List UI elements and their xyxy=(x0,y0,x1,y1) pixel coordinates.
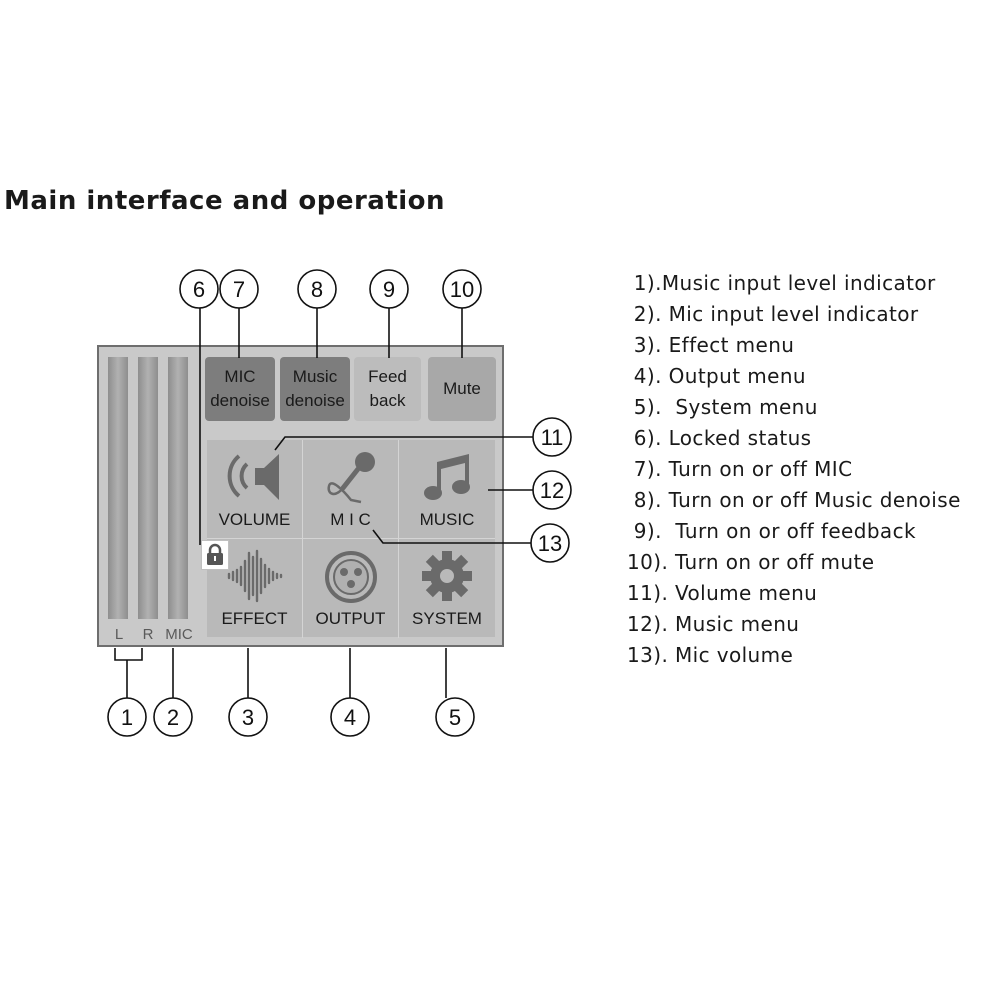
output-menu[interactable]: OUTPUT xyxy=(303,539,399,638)
mic-denoise-label: MIC denoise xyxy=(210,367,270,410)
legend-item: 10). Turn on or off mute xyxy=(627,550,875,574)
legend-item: 5). System menu xyxy=(627,395,818,419)
lock-icon xyxy=(207,543,223,565)
callout-number-10: 10 xyxy=(450,277,474,302)
callout-circle-8 xyxy=(297,269,337,309)
mic-denoise-button[interactable]: MIC denoise xyxy=(205,357,275,421)
callout-circle-1 xyxy=(107,697,147,737)
legend-item: 2). Mic input level indicator xyxy=(627,302,919,326)
gear-icon xyxy=(422,551,472,601)
callout-circle-10 xyxy=(442,269,482,309)
level-meter-right xyxy=(138,357,158,619)
music-denoise-label: Music denoise xyxy=(285,367,345,410)
callout-number-7: 7 xyxy=(233,277,245,302)
callout-number-4: 4 xyxy=(344,705,356,730)
legend-item: 12). Music menu xyxy=(627,612,800,636)
callout-number-3: 3 xyxy=(242,705,254,730)
legend-item: 3). Effect menu xyxy=(627,333,795,357)
waveform-icon xyxy=(227,549,283,603)
microphone-icon xyxy=(327,452,375,504)
effect-menu-label: EFFECT xyxy=(221,609,288,628)
effect-menu[interactable]: EFFECT xyxy=(207,539,303,638)
callout-number-5: 5 xyxy=(449,705,461,730)
mute-button[interactable]: Mute xyxy=(428,357,496,421)
legend-item: 11). Volume menu xyxy=(627,581,818,605)
callout-circle-12 xyxy=(532,470,572,510)
callout-circle-11 xyxy=(532,417,572,457)
legend-list: 1).Music input level indicator 2). Mic i… xyxy=(627,268,961,671)
callout-circle-5 xyxy=(435,697,475,737)
mic-menu-label: M I C xyxy=(330,510,371,529)
speaker-icon xyxy=(227,454,279,500)
callout-number-13: 13 xyxy=(538,531,562,556)
music-menu-label: MUSIC xyxy=(419,510,475,529)
legend-item: 7). Turn on or off MIC xyxy=(627,457,853,481)
music-menu[interactable]: MUSIC xyxy=(399,440,495,539)
legend-item: 13). Mic volume xyxy=(627,643,794,667)
callout-circle-6 xyxy=(179,269,219,309)
callout-circle-13 xyxy=(530,523,570,563)
legend-item: 6). Locked status xyxy=(627,426,812,450)
meter-label-mic: MIC xyxy=(165,626,193,643)
legend-item: 9). Turn on or off feedback xyxy=(627,519,916,543)
meter-label-left: L xyxy=(114,626,124,643)
volume-menu[interactable]: VOLUME xyxy=(207,440,303,539)
callout-number-2: 2 xyxy=(167,705,179,730)
leader-line-13 xyxy=(372,529,531,544)
music-note-icon xyxy=(424,454,470,500)
mute-label: Mute xyxy=(443,379,481,398)
device-screen: L R MIC MIC denoise Music denoise Feed b… xyxy=(97,345,504,647)
music-denoise-button[interactable]: Music denoise xyxy=(280,357,350,421)
legend-item: 4). Output menu xyxy=(627,364,806,388)
callout-number-6: 6 xyxy=(193,277,205,302)
feedback-label: Feed back xyxy=(368,367,407,410)
mic-menu[interactable]: M I C xyxy=(303,440,399,539)
meter-label-right: R xyxy=(142,626,154,643)
feedback-button[interactable]: Feed back xyxy=(354,357,421,421)
callout-circle-9 xyxy=(369,269,409,309)
legend-item: 8). Turn on or off Music denoise xyxy=(627,488,961,512)
xlr-connector-icon xyxy=(325,551,377,603)
callout-number-1: 1 xyxy=(121,705,133,730)
level-meter-mic xyxy=(168,357,188,619)
system-menu-label: SYSTEM xyxy=(412,609,482,628)
callout-number-11: 11 xyxy=(541,425,564,450)
callout-number-12: 12 xyxy=(540,478,564,503)
callout-circle-3 xyxy=(228,697,268,737)
callout-number-8: 8 xyxy=(311,277,323,302)
system-menu[interactable]: SYSTEM xyxy=(399,539,495,638)
output-menu-label: OUTPUT xyxy=(315,609,386,628)
legend-item: 1).Music input level indicator xyxy=(627,271,936,295)
level-meter-left xyxy=(108,357,128,619)
volume-menu-label: VOLUME xyxy=(218,510,291,529)
leader-bracket-1 xyxy=(114,648,143,661)
callout-circle-7 xyxy=(219,269,259,309)
leader-line-11 xyxy=(274,436,533,451)
lock-status xyxy=(201,540,229,570)
callout-circle-2 xyxy=(153,697,193,737)
callout-circle-4 xyxy=(330,697,370,737)
callout-number-9: 9 xyxy=(383,277,395,302)
menu-grid: VOLUME M I C MUSIC xyxy=(207,440,495,638)
page-title: Main interface and operation xyxy=(4,186,446,216)
